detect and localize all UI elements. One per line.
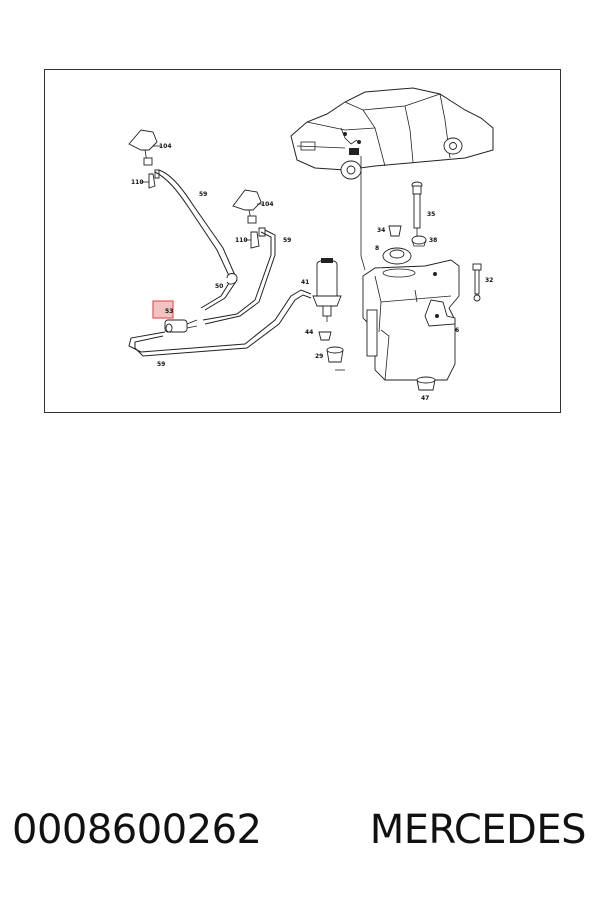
label-50: 50 [215,283,223,290]
highlighted-part-53[interactable]: 53 [152,300,174,319]
label-59c: 59 [157,361,165,368]
label-32: 32 [485,277,493,284]
bolt-part-32 [472,263,482,302]
brand-name: MERCEDES [369,807,587,853]
label-47: 47 [421,395,429,402]
label-59b: 59 [283,237,291,244]
label-41: 41 [301,279,309,286]
label-59a: 59 [199,191,207,198]
label-104b: 104 [261,201,274,208]
washer-reservoir-tank [362,259,460,381]
label-104a: 104 [159,143,172,150]
grommet-part-29 [326,346,344,363]
part-number: 0008600262 [12,807,262,853]
label-44: 44 [305,329,313,336]
valve-part-53 [164,319,198,333]
label-110b: 110 [235,237,248,244]
label-6: 6 [455,327,459,334]
nozzle-part-104b [232,189,262,224]
parts-diagram: 104 110 59 104 110 59 50 53 [44,69,561,413]
clip-part-50 [226,273,238,285]
grommet-part-38 [411,235,427,247]
label-29: 29 [315,353,323,360]
bracket-part-6 [424,299,456,327]
car-illustration [290,87,494,180]
label-38: 38 [429,237,437,244]
label-35: 35 [427,211,435,218]
connector-part-110a [148,169,160,189]
foot-part-47 [416,376,436,391]
connector-part-110b [250,227,266,249]
label-8: 8 [375,245,379,252]
part-caption: 0008600262 MERCEDES [0,800,600,860]
seal-part-34 [388,225,402,237]
label-34: 34 [377,227,385,234]
label-110a: 110 [131,179,144,186]
parts-diagram-svg: 104 110 59 104 110 59 50 53 [128,87,494,402]
nozzle-part-104a [128,129,158,166]
pump-part-41 [312,258,342,322]
filler-cap-part-8 [382,247,412,265]
level-sensor-part-35 [411,181,423,240]
grommet-part-44 [318,331,332,341]
label-53: 53 [165,308,173,315]
